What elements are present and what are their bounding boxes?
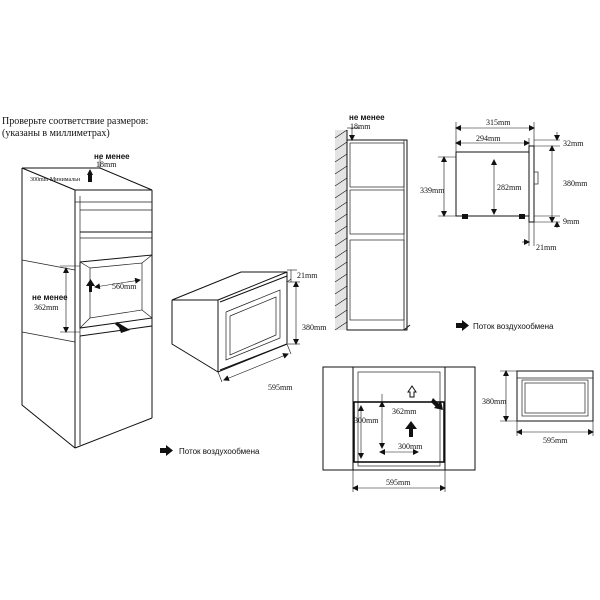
front-side-gap: 300mm [354,416,379,425]
side-total-depth: 315mm [486,118,511,127]
title-line-2: (указаны в миллиметрах) [2,128,110,139]
front-view-width: 595mm [543,436,568,445]
side-inner-depth: 294mm [476,134,501,143]
front-view-height: 380mm [482,397,507,406]
door-airflow-arrow-icon [115,321,130,333]
side-outer-height: 339mm [420,186,445,195]
cabinet-airflow-label: Поток воздухообмена [179,447,260,456]
front-bottom-gap: 300mm [398,442,423,451]
side-airflow-arrow-icon [456,320,469,331]
niche-airflow-arrow-icon [86,279,95,292]
side-full-height: 380mm [563,179,588,188]
cabinet-top-gap-label: не менее [94,152,130,161]
side-top-gap-label: не менее [349,113,385,122]
front-section [322,366,476,492]
cabinet-opening-min-label: не менее [32,293,68,302]
cabinet-top-gap-value: 18mm [96,160,117,169]
cabinet-opening-height: 362mm [34,303,59,312]
side-bottom-offset: 21mm [536,243,557,252]
side-foot-height: 9mm [563,217,580,226]
front-niche-width: 595mm [386,478,411,487]
side-dimension-drawing [438,122,560,246]
airflow-arrow-icon [160,445,173,456]
title-line-1: Проверьте соответствие размеров: [2,116,148,127]
front-niche-height: 362mm [392,407,417,416]
side-top-gap-value: 18mm [350,122,371,131]
oven-height: 380mm [302,323,327,332]
front-corner-airflow-arrow-icon [431,398,443,410]
oven-front-gap: 21mm [297,271,318,280]
side-airflow-label: Поток воздухообмена [473,322,554,331]
cabinet-opening-depth: 560mm [112,282,137,291]
front-interior-airflow-arrow-icon [405,421,417,437]
side-inner-height: 282mm [497,183,522,192]
oven-width: 595mm [268,383,293,392]
side-section [334,127,411,331]
oven-perspective [171,269,300,383]
cabinet-perspective [21,156,153,449]
side-front-offset: 32mm [563,139,584,148]
cabinet-side-note: 300mm Минимальн [30,177,81,183]
front-view [500,370,594,436]
